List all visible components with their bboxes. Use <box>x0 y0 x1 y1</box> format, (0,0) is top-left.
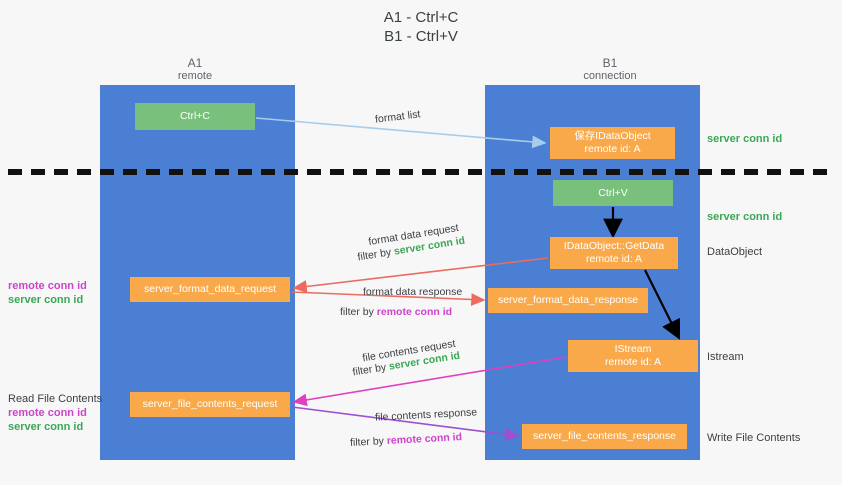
connector-file-contents-response <box>291 406 520 441</box>
label-remote-conn-id-top: remote conn id <box>8 280 87 292</box>
node-ctrl-c[interactable]: Ctrl+C <box>135 103 255 130</box>
node-ctrl-v[interactable]: Ctrl+V <box>553 180 673 206</box>
node-server-format-data-response[interactable]: server_format_data_response <box>488 288 648 313</box>
node-save-dataobject-title: 保存IDataObject <box>574 130 651 142</box>
edge-filter-value-4: remote conn id <box>386 431 463 447</box>
connector-file-contents-request <box>292 356 567 407</box>
node-server-file-contents-request-label: server_file_contents_request <box>142 398 278 410</box>
column-b1-name: B1 <box>602 56 618 70</box>
node-server-format-data-response-label: server_format_data_response <box>497 294 639 306</box>
label-server-conn-id-left-top: server conn id <box>8 294 84 306</box>
node-istream-title: IStream <box>614 343 652 355</box>
node-server-format-data-request-label: server_format_data_request <box>144 283 276 295</box>
page-title: A1 - Ctrl+C B1 - Ctrl+V <box>0 8 842 46</box>
label-group-read-file-contents: Read File Contents remote conn id server… <box>8 392 118 434</box>
label-read-file-contents: Read File Contents <box>8 393 103 405</box>
node-istream-subtitle: remote id: A <box>604 356 662 368</box>
node-save-dataobject-subtitle: remote id: A <box>584 143 641 155</box>
edge-label-format-data-response: format data response <box>363 286 463 298</box>
node-getdata-title: IDataObject::GetData <box>563 240 665 252</box>
label-write-file-contents: Write File Contents <box>707 432 801 444</box>
label-remote-conn-id-bottom: remote conn id <box>8 407 87 419</box>
edge-label-format-data-response-filter: filter by remote conn id <box>340 305 452 319</box>
connector-format-list <box>255 117 547 149</box>
column-header-b1: B1 connection <box>545 57 675 83</box>
node-server-file-contents-request[interactable]: server_file_contents_request <box>130 392 290 417</box>
label-istream: Istream <box>707 351 744 363</box>
label-group-format-conn-ids: remote conn id server conn id <box>8 279 100 307</box>
node-ctrl-c-label: Ctrl+C <box>179 110 211 122</box>
column-header-a1: A1 remote <box>130 57 260 83</box>
label-server-conn-id-left-bottom: server conn id <box>8 421 84 433</box>
node-server-format-data-request[interactable]: server_format_data_request <box>130 277 290 302</box>
column-b1-role: connection <box>583 70 637 82</box>
node-idataobject-getdata[interactable]: IDataObject::GetData remote id: A <box>550 237 678 269</box>
node-server-file-contents-response-label: server_file_contents_response <box>532 430 676 442</box>
node-ctrl-v-label: Ctrl+V <box>598 186 628 199</box>
label-server-conn-id-middle: server conn id <box>707 211 783 223</box>
node-server-file-contents-response[interactable]: server_file_contents_response <box>522 424 687 449</box>
connector-format-data-response <box>291 291 486 306</box>
node-save-dataobject[interactable]: 保存IDataObject remote id: A <box>550 127 675 159</box>
column-a1-role: remote <box>177 70 213 82</box>
node-getdata-subtitle: remote id: A <box>585 253 643 265</box>
node-istream[interactable]: IStream remote id: A <box>568 340 698 372</box>
edge-filter-prefix-2: filter by <box>340 306 377 318</box>
edge-filter-prefix-4: filter by <box>349 435 388 449</box>
edge-filter-value-2: remote conn id <box>376 306 453 318</box>
connector-getdata-to-istream <box>644 269 680 340</box>
label-dataobject: DataObject <box>707 246 763 258</box>
title-line-1: A1 - Ctrl+C <box>383 9 459 26</box>
connector-format-data-request <box>292 257 549 293</box>
label-server-conn-id-top: server conn id <box>707 133 783 145</box>
title-line-2: B1 - Ctrl+V <box>384 28 458 45</box>
column-a1-name: A1 <box>187 56 203 70</box>
